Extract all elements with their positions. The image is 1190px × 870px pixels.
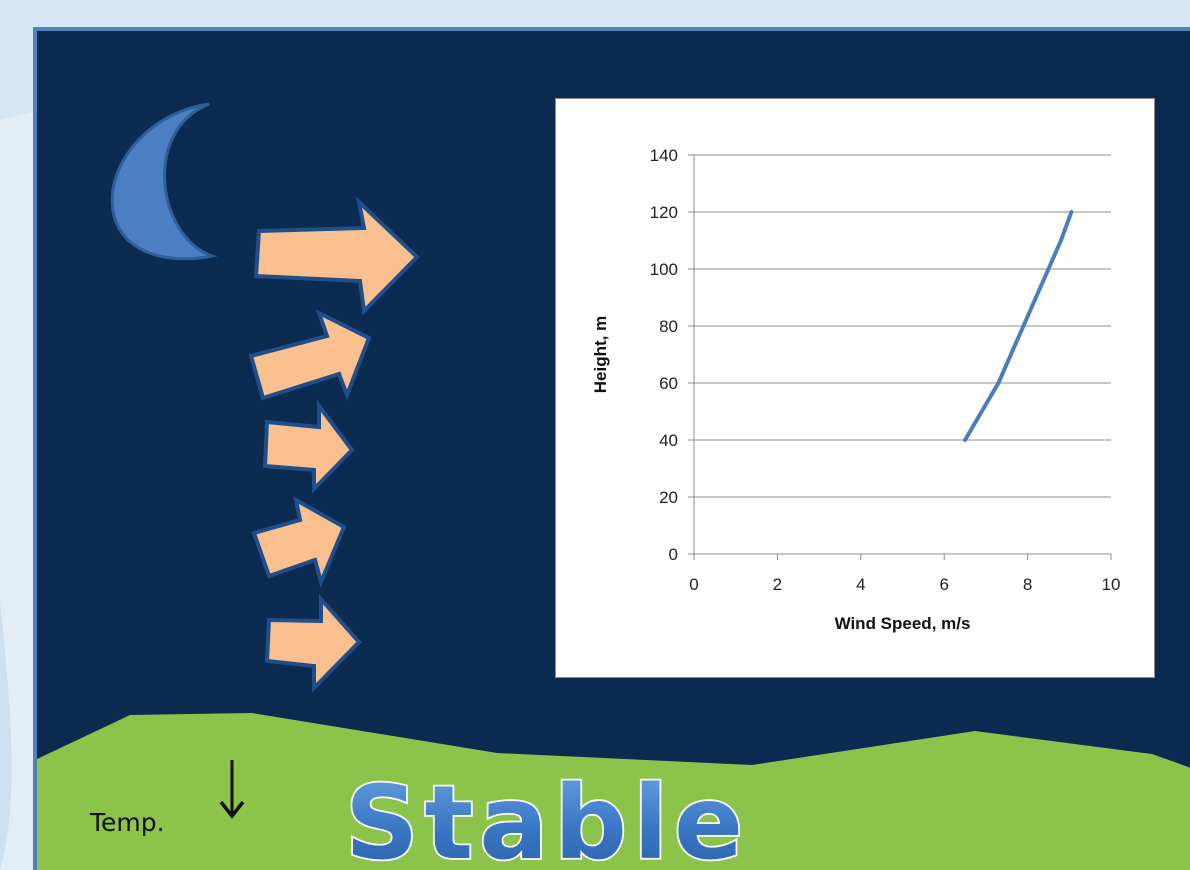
scene-illustration xyxy=(37,102,1190,870)
y-tick-label: 100 xyxy=(650,260,678,279)
x-tick-label: 0 xyxy=(689,575,698,594)
y-tick-label: 140 xyxy=(650,146,678,165)
y-axis-label: Height, m xyxy=(591,316,610,393)
y-tick-label: 60 xyxy=(659,374,678,393)
y-tick-label: 0 xyxy=(669,545,678,564)
x-tick-label: 10 xyxy=(1102,575,1121,594)
stability-label: Stable xyxy=(345,764,749,870)
wind-arrow-icon xyxy=(248,309,372,401)
x-tick-label: 8 xyxy=(1023,575,1032,594)
down-arrow-icon xyxy=(219,760,245,819)
ground-hill xyxy=(37,713,1190,870)
wind-arrow-icon xyxy=(264,593,362,693)
y-tick-label: 40 xyxy=(659,431,678,450)
moon-icon xyxy=(110,102,218,261)
y-tick-label: 80 xyxy=(659,317,678,336)
y-tick-label: 20 xyxy=(659,488,678,507)
y-tick-label: 120 xyxy=(650,203,678,222)
x-axis-label: Wind Speed, m/s xyxy=(835,614,971,633)
x-tick-label: 4 xyxy=(856,575,865,594)
series-line xyxy=(963,210,1074,442)
wind-arrow-icon xyxy=(251,496,347,589)
x-tick-label: 6 xyxy=(939,575,948,594)
wind-arrow-icon xyxy=(262,400,355,494)
temp-label: Temp. xyxy=(90,808,165,837)
stability-title: Stable xyxy=(345,762,749,870)
x-tick-label: 2 xyxy=(773,575,782,594)
wind-arrow-icon xyxy=(253,196,420,316)
